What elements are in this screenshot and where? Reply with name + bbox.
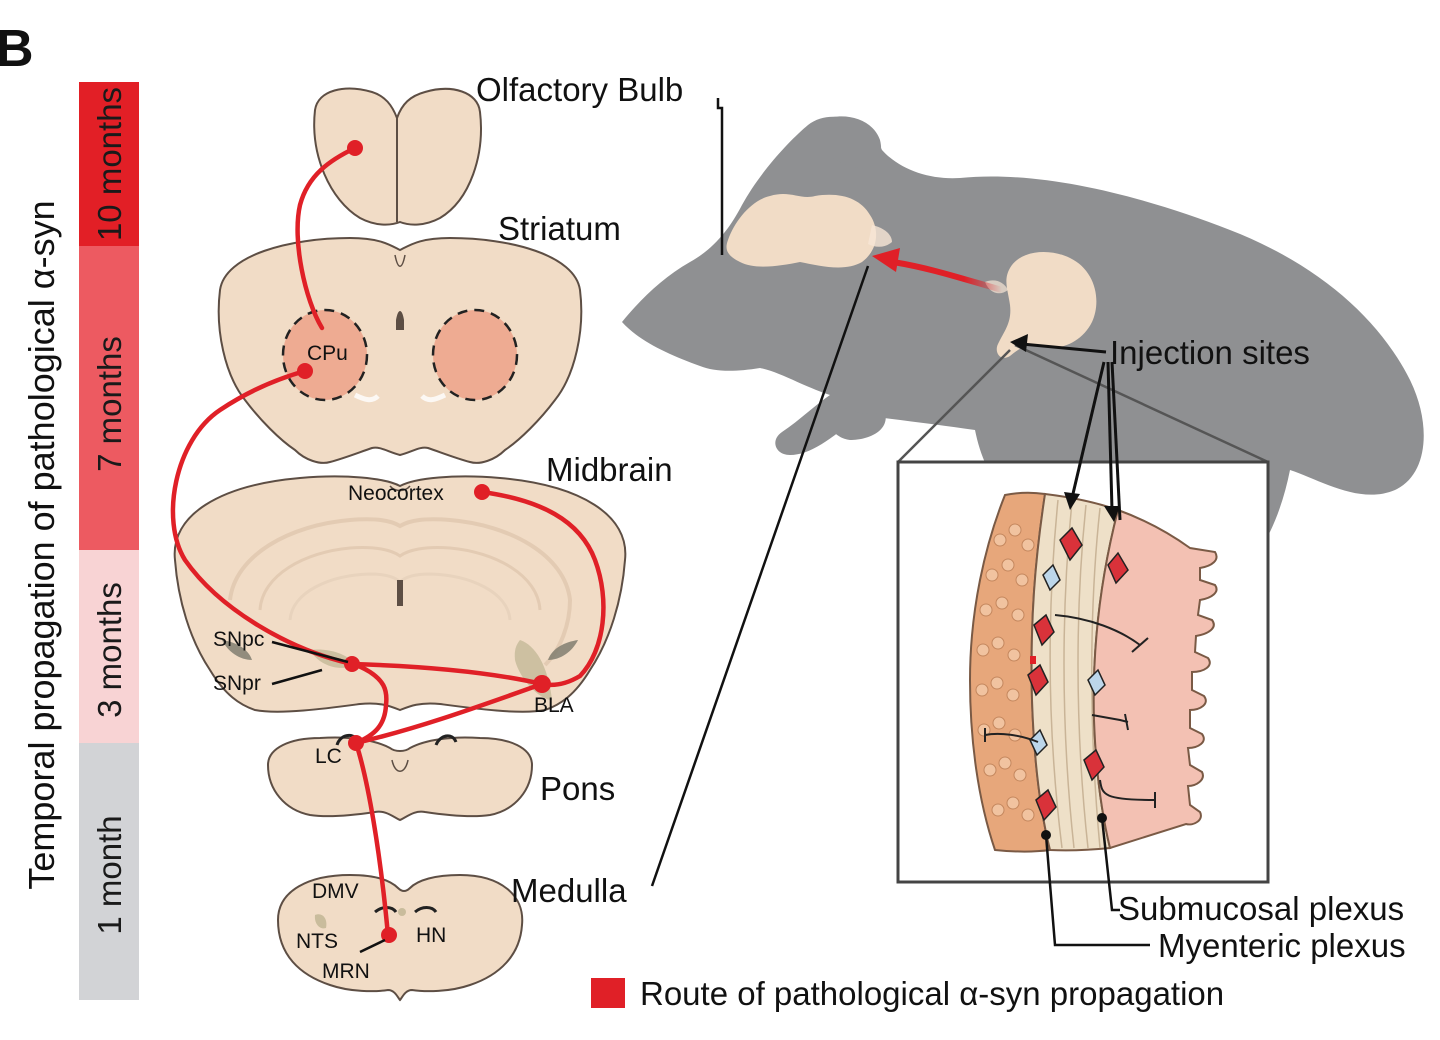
inset-red-marks [1030, 656, 1036, 664]
label-snpr: SNpr [213, 672, 261, 695]
label-dmv: DMV [312, 880, 359, 903]
timeline-label-7-months: 7 months [91, 336, 128, 472]
route-snpc-to-cpu [170, 368, 355, 667]
legend-label: Route of pathological α-syn propagation [640, 975, 1224, 1012]
muscle-texture [975, 523, 1035, 822]
label-medulla: Medulla [511, 872, 627, 909]
panel-letter: B [0, 20, 34, 78]
striatum-section [217, 236, 583, 464]
submucosa-texture [1049, 499, 1101, 849]
label-mrn: MRN [322, 960, 370, 983]
pons-section [266, 733, 534, 822]
inset-zoom-lines [897, 343, 1269, 464]
node-neocortex [474, 484, 490, 500]
label-injection-sites: Injection sites [1110, 334, 1310, 371]
route-snpc-to-bla [349, 661, 545, 687]
label-striatum: Striatum [498, 210, 621, 247]
label-hn: HN [416, 924, 446, 947]
timeline-label-10-months: 10 months [91, 87, 128, 241]
route-neocortex-to-bla [479, 489, 606, 688]
vertical-axis-title: Temporal propagation of pathological α-s… [21, 200, 62, 889]
timeline-label-3-months: 3 months [91, 582, 128, 718]
label-olfactory-bulb: Olfactory Bulb [476, 71, 683, 108]
plexus-leaders [1041, 813, 1150, 947]
timeline-segment-10-months [79, 82, 139, 246]
node-bla [533, 675, 551, 693]
node-lc [348, 735, 364, 751]
glial-cells [1029, 563, 1106, 757]
injection-site-arrows [1010, 334, 1122, 522]
label-midbrain: Midbrain [546, 451, 673, 488]
legend: Route of pathological α-syn propagation [591, 975, 1224, 1012]
timeline-bar: 10 months 7 months 3 months 1 month [79, 82, 139, 1000]
label-snpc: SNpc [213, 628, 264, 651]
label-pons: Pons [540, 770, 615, 807]
timeline-segment-1-month [79, 743, 139, 1000]
enteric-neurons [1027, 526, 1129, 822]
label-cpu: CPu [307, 342, 348, 365]
route-nodes [297, 140, 551, 943]
neuron-projections [984, 614, 1156, 808]
label-lc: LC [315, 745, 342, 768]
node-cpu [297, 363, 313, 379]
region-leaders [650, 98, 870, 887]
olfactory-bulb-section [313, 87, 482, 226]
label-nts: NTS [296, 930, 338, 953]
label-bla: BLA [534, 694, 574, 717]
propagation-routes [170, 145, 606, 938]
node-snpc [344, 656, 360, 672]
nucleus-leaders [271, 640, 386, 954]
timeline-segment-3-months [79, 550, 139, 743]
timeline-segment-7-months [79, 246, 139, 550]
legend-swatch [591, 978, 625, 1008]
label-myenteric-plexus: Myenteric plexus [1158, 927, 1406, 964]
node-olfactory-bulb [347, 140, 363, 156]
route-lc-to-snpc [349, 661, 389, 746]
route-lc-to-mrn [353, 740, 391, 938]
node-mrn [381, 927, 397, 943]
label-neocortex: Neocortex [348, 482, 444, 505]
route-lc-to-bla [353, 681, 545, 746]
medulla-section [276, 873, 524, 1002]
gut-to-brain-arrow [872, 248, 1003, 293]
gut-wall-inset [896, 460, 1270, 884]
label-submucosal-plexus: Submucosal plexus [1118, 890, 1404, 927]
timeline-label-1-month: 1 month [91, 815, 128, 934]
route-cpu-to-olfactory-bulb [295, 145, 358, 331]
mouse-brain [726, 194, 892, 268]
